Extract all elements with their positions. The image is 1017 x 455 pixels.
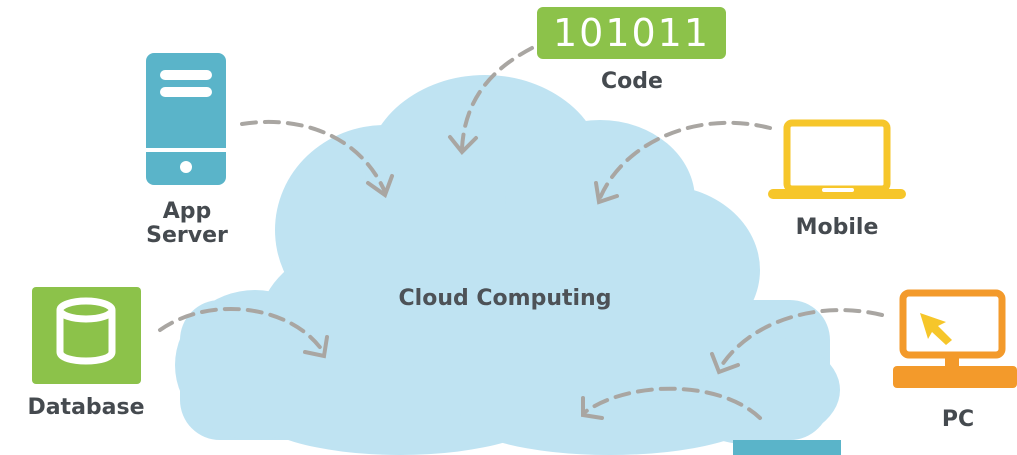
- database-label: Database: [27, 395, 145, 420]
- arrow-from-pc: [718, 308, 884, 370]
- arrowhead-pc: [710, 352, 740, 375]
- dashed-arrows: [158, 46, 884, 420]
- arrowheads: [303, 135, 740, 420]
- app-server-label-line1: App: [162, 199, 212, 224]
- arrowhead-app-server: [366, 174, 394, 199]
- arrowhead-mobile: [594, 181, 619, 205]
- code-label: Code: [601, 69, 663, 94]
- database-icon: [32, 287, 141, 384]
- bottom-device-icon: [733, 440, 841, 455]
- arrowhead-code: [448, 135, 478, 155]
- pc-label: PC: [941, 407, 975, 432]
- arrowhead-bottom-device: [581, 396, 604, 420]
- laptop-icon: [768, 119, 906, 199]
- arrow-from-code: [460, 46, 534, 150]
- arrow-from-bottom-device: [583, 386, 762, 420]
- cloud-computing-title: Cloud Computing: [398, 286, 612, 311]
- desktop-pc-icon: [893, 289, 1017, 388]
- app-server-label: App Server: [120, 199, 254, 249]
- cloud-shape: [175, 75, 840, 455]
- arrow-from-app-server: [240, 119, 387, 194]
- arrow-from-mobile: [598, 120, 772, 200]
- code-badge: 101011: [537, 7, 726, 59]
- app-server-icon: [146, 53, 226, 185]
- mobile-label: Mobile: [795, 215, 879, 240]
- arrowhead-database: [303, 335, 329, 359]
- app-server-label-line2: Server: [146, 223, 228, 249]
- arrow-from-database: [158, 306, 324, 352]
